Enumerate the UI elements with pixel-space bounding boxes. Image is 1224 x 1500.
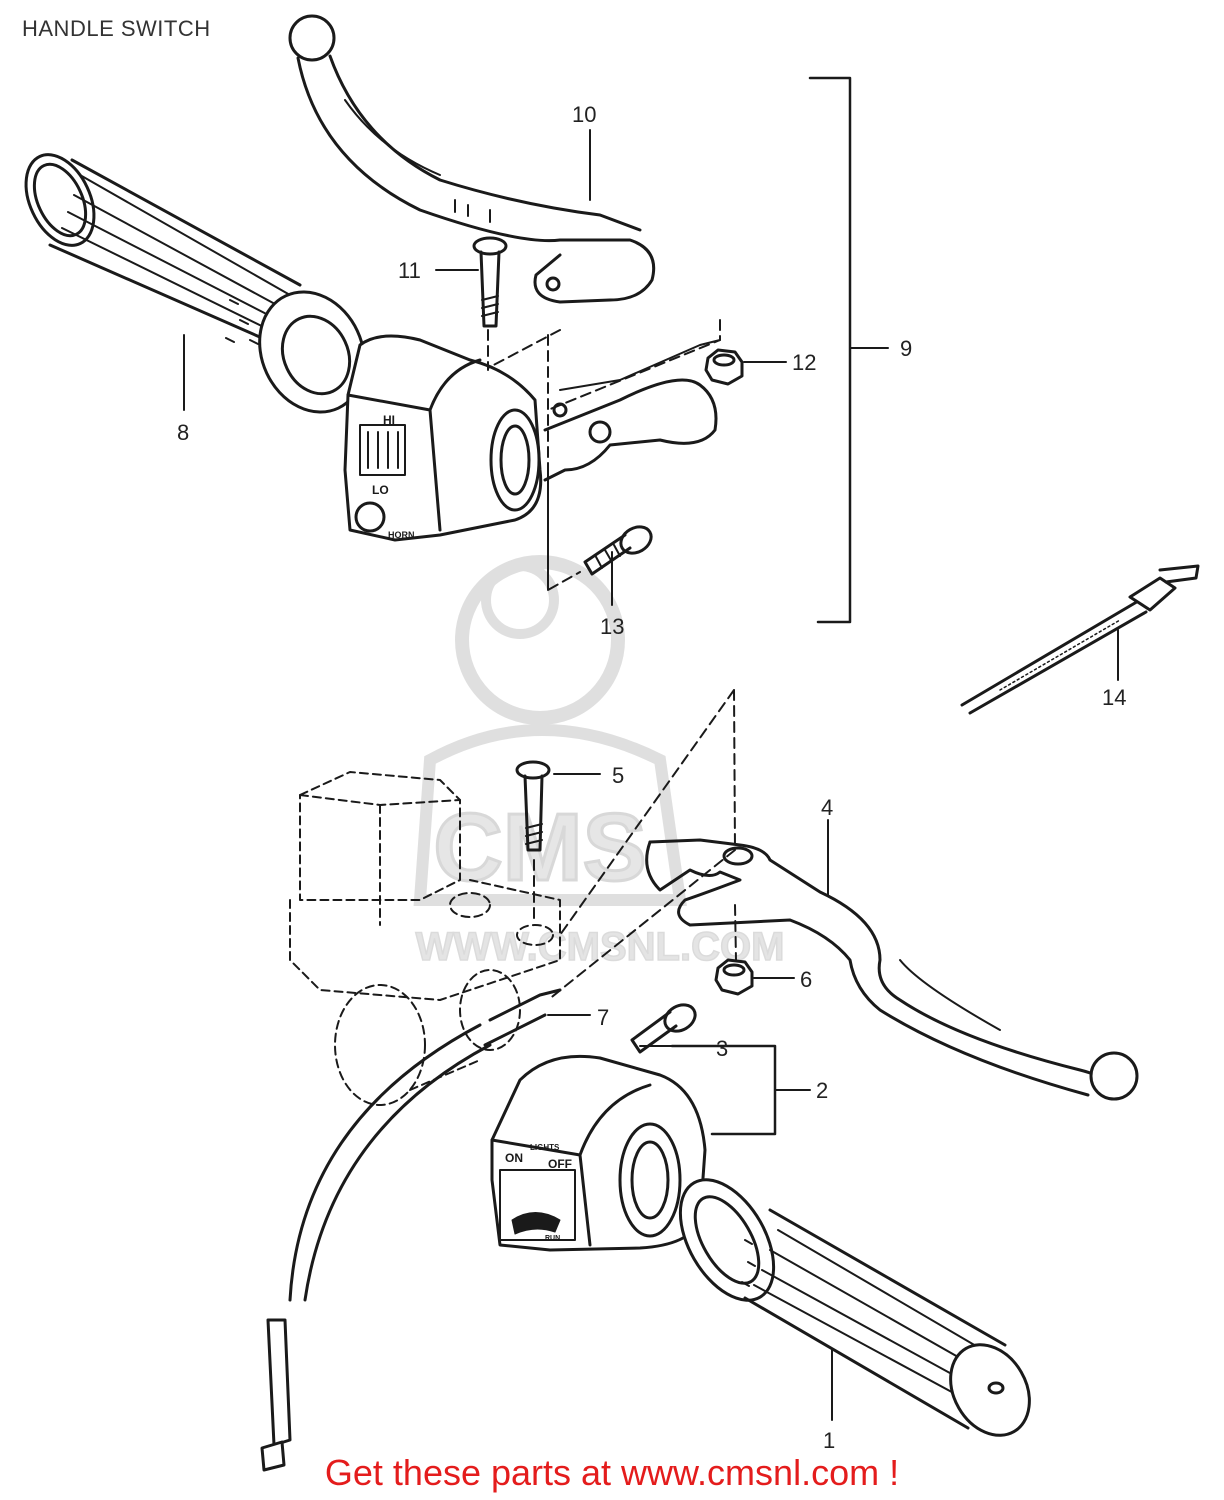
lever-part-4 [645,838,1139,1101]
label-on: ON [505,1151,523,1165]
grip-part-1 [678,1178,1031,1437]
nut-part-6 [714,958,754,996]
callout-6: 6 [800,967,812,992]
label-lo: LO [372,483,389,497]
callout-14: 14 [1102,685,1126,710]
page-title: HANDLE SWITCH [22,16,211,41]
callout-11: 11 [398,258,421,283]
label-run: RUN [545,1235,560,1242]
switch-housing-part-9 [343,334,721,542]
screw-part-5 [515,760,551,852]
callout-10: 10 [572,102,596,127]
watermark-url: WWW.CMSNL.COM [416,925,785,969]
screw-part-13 [583,525,653,576]
master-cylinder-outline [289,771,561,1106]
screw-part-3 [630,1003,697,1054]
left-switch-labels: HI LO HORN [372,413,415,540]
callout-13: 13 [600,614,624,639]
grip-part-8 [24,153,366,414]
callout-9: 9 [900,336,912,361]
right-switch-labels: LIGHTS ON OFF RUN [505,1143,572,1242]
callout-8: 8 [177,420,189,445]
callout-3: 3 [716,1036,728,1061]
callout-1: 1 [823,1428,835,1453]
switch-housing-part-2 [490,1054,707,1252]
callout-7: 7 [597,1005,609,1030]
callout-12: 12 [792,350,816,375]
lever-part-10 [288,14,656,304]
label-horn: HORN [388,530,415,540]
leader-lines [183,129,1119,1421]
callout-5: 5 [612,763,624,788]
cable-part-7 [260,988,562,1472]
screw-part-11 [472,236,508,328]
label-off: OFF [548,1157,572,1171]
nut-part-12 [704,348,744,386]
cable-tie-part-14 [960,564,1200,715]
label-lights: LIGHTS [530,1143,560,1152]
callout-4: 4 [821,795,833,820]
footer-link[interactable]: Get these parts at www.cmsnl.com ! [324,1452,900,1493]
callouts: 1 2 3 4 5 6 7 8 9 10 11 12 13 14 [177,102,1126,1453]
callout-2: 2 [816,1078,828,1103]
label-hi: HI [383,413,395,427]
